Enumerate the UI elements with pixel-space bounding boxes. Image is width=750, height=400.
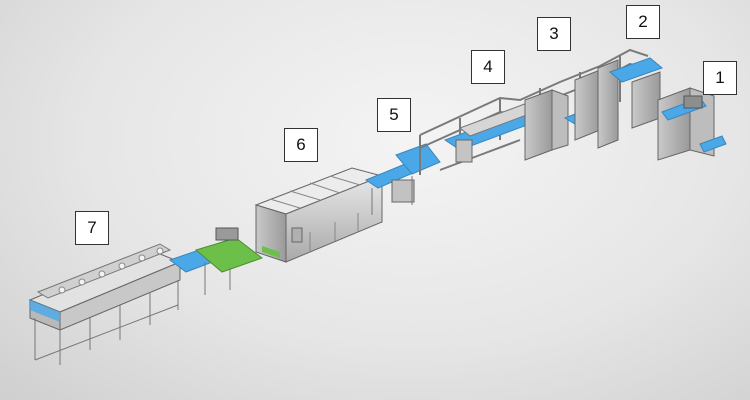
station-label-4: 4 <box>471 50 505 84</box>
station-5-machine <box>364 143 441 215</box>
station-label-6: 6 <box>284 128 318 162</box>
station-6-machine <box>254 167 384 263</box>
station-2-machine <box>597 57 663 149</box>
station-7-machine <box>28 227 264 365</box>
station-3-machine <box>524 69 614 161</box>
station-label-2: 2 <box>626 5 660 39</box>
station-label-5: 5 <box>377 98 411 132</box>
station-4-machine <box>443 101 542 163</box>
station-1-machine <box>657 87 727 161</box>
station-label-1: 1 <box>703 61 737 95</box>
station-label-3: 3 <box>537 17 571 51</box>
station-label-7: 7 <box>75 211 109 245</box>
